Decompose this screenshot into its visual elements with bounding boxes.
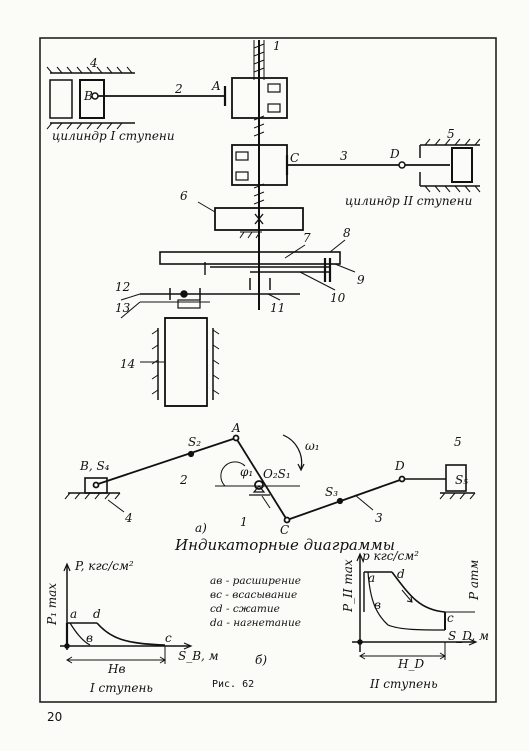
label-n9: 9: [357, 273, 365, 287]
left-pt-b: в: [86, 631, 93, 645]
right-pt-a: a: [368, 571, 375, 585]
left-p-axis: P, кгс/см²: [74, 559, 134, 573]
kin-label-n5: 5: [454, 435, 462, 449]
kin-label-S3: S₃: [325, 485, 338, 499]
kin-label-n1: 1: [240, 515, 248, 529]
kinematic-scheme: [64, 434, 476, 524]
left-pt-d: d: [93, 607, 101, 621]
label-n1: 1: [273, 39, 281, 53]
figure-frame: [39, 37, 497, 703]
left-s-axis: S_B, м: [178, 649, 219, 663]
right-p-max: P_II max: [341, 559, 355, 613]
diagrams-title: Индикаторные диаграммы: [174, 536, 395, 554]
kin-label-B: B, S₄: [79, 459, 110, 473]
label-n12: 12: [115, 280, 130, 294]
kin-label-n2: 2: [179, 473, 188, 487]
kin-label-n4: 4: [124, 511, 133, 525]
left-H: Hв: [107, 662, 125, 676]
kin-label-omega: ω₁: [305, 439, 320, 453]
right-pt-c: c: [447, 611, 454, 625]
kin-label-O2: O₂S₁: [263, 467, 291, 481]
label-n7: 7: [303, 231, 311, 245]
right-p-atm: P атм: [467, 560, 481, 601]
label-cylinder-2: цилиндр II ступени: [345, 194, 472, 208]
diagram-left-labels: P, кгс/см² P₁ max a d в c S_B, м Hв I ст…: [45, 559, 219, 695]
label-n10: 10: [330, 291, 346, 305]
kin-label-a: а): [195, 521, 207, 535]
kin-label-D: D: [394, 459, 405, 473]
legend-item-4: da - нагнетание: [210, 617, 301, 629]
label-n3: 3: [340, 149, 348, 163]
label-n4: 4: [89, 56, 98, 70]
diagram-legend: ав - расширение вс - всасывание cd - сжа…: [210, 575, 301, 629]
label-pt-C: C: [290, 151, 299, 165]
label-n8: 8: [343, 226, 351, 240]
kin-label-A: A: [231, 421, 241, 435]
kin-label-phi: φ₁: [240, 465, 253, 479]
right-H: H_D: [397, 657, 424, 671]
mechanism-schematic: [46, 40, 481, 407]
label-b: б): [255, 653, 267, 667]
label-n11: 11: [270, 301, 285, 315]
page-number: 20: [47, 710, 62, 724]
left-p-max: P₁ max: [45, 583, 59, 626]
right-pt-d: d: [397, 567, 405, 581]
label-pt-B: B: [83, 89, 93, 103]
diagram-right-labels: p кгс/см² P_II max P атм a d в c S_D, м …: [341, 549, 489, 691]
figure-caption: Рис. 62: [212, 679, 254, 690]
right-pt-b: в: [374, 598, 381, 612]
label-n6: 6: [180, 189, 188, 203]
legend-item-2: вс - всасывание: [210, 589, 297, 601]
label-pt-A: A: [211, 79, 221, 93]
legend-item-3: cd - сжатие: [210, 603, 280, 615]
kin-label-S2: S₂: [188, 435, 201, 449]
left-pt-c: c: [165, 631, 172, 645]
diagram-right: [352, 552, 478, 660]
right-s-axis: S_D, м: [448, 629, 489, 643]
right-p-axis: p кгс/см²: [362, 549, 419, 563]
right-stage: II ступень: [369, 677, 438, 691]
mechanism-labels: 1 4 2 B A цилиндр I ступени C 3 D 5 цили…: [52, 39, 472, 371]
kinematic-labels: A S₂ B, S₄ φ₁ O₂S₁ ω₁ C S₃ D 5 S₅ 2 4 1 …: [79, 421, 468, 537]
left-pt-a: a: [70, 607, 77, 621]
label-n13: 13: [115, 301, 131, 315]
label-n5: 5: [447, 127, 455, 141]
label-n14: 14: [120, 357, 135, 371]
kin-label-n3: 3: [375, 511, 383, 525]
left-stage: I ступень: [89, 681, 153, 695]
kin-label-C: C: [280, 523, 289, 537]
label-pt-D: D: [389, 147, 400, 161]
legend-item-1: ав - расширение: [210, 575, 301, 587]
diagram-left: [60, 562, 193, 664]
label-cylinder-1: цилиндр I ступени: [52, 129, 175, 143]
label-n2: 2: [174, 82, 183, 96]
kin-label-S5: S₅: [455, 473, 468, 487]
